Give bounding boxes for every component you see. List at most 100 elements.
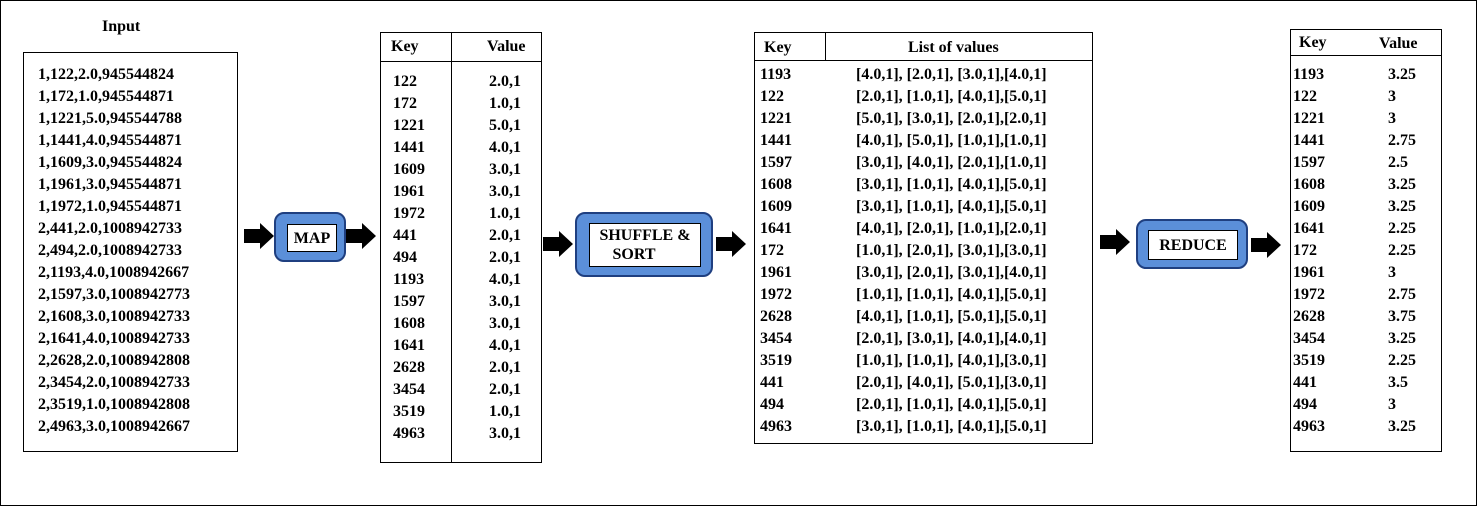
reduce-row-key: 1972	[1293, 286, 1325, 303]
shuffle-row-values: [2.0,1], [1.0,1], [4.0,1],[5.0,1]	[856, 396, 1047, 413]
map-row-key: 441	[393, 227, 417, 244]
input-line: 2,4963,3.0,1008942667	[38, 418, 190, 435]
shuffle-row-values: [4.0,1], [1.0,1], [5.0,1],[5.0,1]	[856, 308, 1047, 325]
shuffle-row-key: 1193	[760, 66, 792, 83]
map-label: MAP	[287, 224, 337, 252]
reduce-row-key: 1961	[1293, 264, 1325, 281]
map-output-header-divider	[380, 61, 541, 62]
shuffle-row-values: [2.0,1], [4.0,1], [5.0,1],[3.0,1]	[856, 374, 1047, 391]
input-line: 1,1609,3.0,945544824	[38, 154, 182, 171]
map-row-key: 1608	[393, 315, 425, 332]
shuffle-row-values: [3.0,1], [4.0,1], [2.0,1],[1.0,1]	[856, 154, 1047, 171]
shuffle-output-table	[754, 32, 1093, 444]
shuffle-row-values: [3.0,1], [1.0,1], [4.0,1],[5.0,1]	[856, 176, 1047, 193]
shuffle-row-key: 3519	[760, 352, 792, 369]
reduce-row-key: 122	[1293, 88, 1317, 105]
arrow-right-icon	[543, 231, 573, 257]
map-row-value: 3.0,1	[489, 315, 521, 332]
map-row-key: 3454	[393, 381, 425, 398]
shuffle-row-key: 1608	[760, 176, 792, 193]
input-line: 1,122,2.0,945544824	[38, 66, 174, 83]
reduce-row-key: 3519	[1293, 352, 1325, 369]
reduce-row-value: 3	[1388, 264, 1396, 281]
reduce-row-value: 3.5	[1388, 374, 1408, 391]
reduce-row-key: 4963	[1293, 418, 1325, 435]
shuffle-row-key: 122	[760, 88, 784, 105]
reduce-row-key: 2628	[1293, 308, 1325, 325]
shuffle-row-key: 1609	[760, 198, 792, 215]
shuffle-sort-label: SHUFFLE & SORT	[589, 223, 701, 267]
reduce-step: REDUCE	[1136, 219, 1248, 269]
shuffle-row-key: 1441	[760, 132, 792, 149]
shuffle-output-column-divider	[825, 32, 826, 61]
shuffle-key-header: Key	[764, 39, 792, 56]
map-row-key: 1597	[393, 293, 425, 310]
input-line: 2,1597,3.0,1008942773	[38, 286, 190, 303]
input-line: 1,1961,3.0,945544871	[38, 176, 182, 193]
map-row-key: 1441	[393, 139, 425, 156]
shuffle-row-key: 4963	[760, 418, 792, 435]
shuffle-row-values: [2.0,1], [1.0,1], [4.0,1],[5.0,1]	[856, 88, 1047, 105]
shuffle-row-values: [5.0,1], [3.0,1], [2.0,1],[2.0,1]	[856, 110, 1047, 127]
map-row-value: 2.0,1	[489, 249, 521, 266]
reduce-row-value: 3.75	[1388, 308, 1416, 325]
reduce-key-header: Key	[1299, 34, 1327, 51]
shuffle-row-key: 1221	[760, 110, 792, 127]
input-line: 2,2628,2.0,1008942808	[38, 352, 190, 369]
reduce-label: REDUCE	[1148, 230, 1238, 260]
input-line: 2,494,2.0,1008942733	[38, 242, 182, 259]
input-line: 2,1608,3.0,1008942733	[38, 308, 190, 325]
shuffle-values-header: List of values	[908, 39, 999, 56]
input-line: 2,1641,4.0,1008942733	[38, 330, 190, 347]
map-row-key: 1221	[393, 117, 425, 134]
map-value-header: Value	[487, 38, 526, 55]
shuffle-output-header-divider	[754, 60, 1092, 61]
map-row-value: 1.0,1	[489, 403, 521, 420]
reduce-output-header-divider	[1290, 55, 1441, 56]
map-row-value: 2.0,1	[489, 381, 521, 398]
reduce-row-key: 3454	[1293, 330, 1325, 347]
reduce-row-value: 3	[1388, 110, 1396, 127]
shuffle-row-key: 172	[760, 242, 784, 259]
map-row-key: 494	[393, 249, 417, 266]
map-row-value: 4.0,1	[489, 271, 521, 288]
input-line: 2,3519,1.0,1008942808	[38, 396, 190, 413]
reduce-value-header: Value	[1379, 35, 1418, 52]
map-row-key: 172	[393, 95, 417, 112]
arrow-right-icon	[716, 231, 746, 257]
shuffle-row-key: 494	[760, 396, 784, 413]
input-line: 1,1221,5.0,945544788	[38, 110, 182, 127]
map-row-key: 4963	[393, 425, 425, 442]
input-line: 2,1193,4.0,1008942667	[38, 264, 190, 281]
input-line: 2,441,2.0,1008942733	[38, 220, 182, 237]
map-row-value: 2.0,1	[489, 73, 521, 90]
map-row-key: 2628	[393, 359, 425, 376]
shuffle-row-values: [4.0,1], [5.0,1], [1.0,1],[1.0,1]	[856, 132, 1047, 149]
shuffle-row-key: 3454	[760, 330, 792, 347]
map-row-key: 1961	[393, 183, 425, 200]
map-row-key: 1972	[393, 205, 425, 222]
shuffle-sort-step: SHUFFLE & SORT	[575, 212, 713, 277]
shuffle-row-values: [1.0,1], [1.0,1], [4.0,1],[5.0,1]	[856, 286, 1047, 303]
map-row-value: 3.0,1	[489, 293, 521, 310]
reduce-row-key: 1441	[1293, 132, 1325, 149]
reduce-row-key: 441	[1293, 374, 1317, 391]
map-row-value: 3.0,1	[489, 183, 521, 200]
reduce-output-table	[1290, 29, 1442, 452]
map-row-key: 3519	[393, 403, 425, 420]
map-row-key: 1641	[393, 337, 425, 354]
shuffle-row-values: [3.0,1], [1.0,1], [4.0,1],[5.0,1]	[856, 418, 1047, 435]
reduce-row-value: 3	[1388, 88, 1396, 105]
shuffle-row-key: 2628	[760, 308, 792, 325]
shuffle-label-line-2: SORT	[612, 246, 656, 263]
map-row-key: 1193	[393, 271, 425, 288]
shuffle-row-values: [4.0,1], [2.0,1], [1.0,1],[2.0,1]	[856, 220, 1047, 237]
map-row-key: 1609	[393, 161, 425, 178]
map-row-value: 3.0,1	[489, 161, 521, 178]
shuffle-row-key: 441	[760, 374, 784, 391]
arrow-right-icon	[1100, 229, 1130, 255]
reduce-row-value: 2.25	[1388, 242, 1416, 259]
map-output-table	[380, 32, 542, 463]
reduce-row-value: 2.25	[1388, 220, 1416, 237]
reduce-row-value: 3.25	[1388, 418, 1416, 435]
